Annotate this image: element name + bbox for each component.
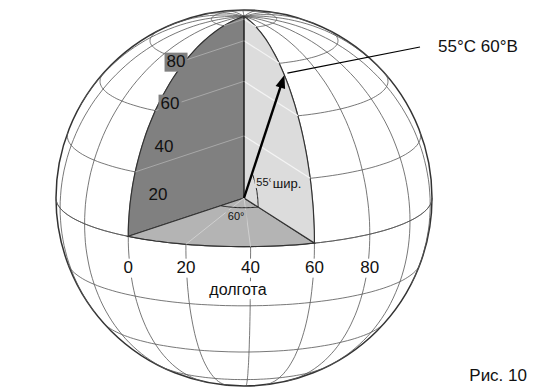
- meridian-line: [85, 16, 244, 370]
- latitude-line: [244, 136, 310, 178]
- latitude-number: 60: [159, 95, 182, 114]
- equator-line: [56, 200, 128, 237]
- meridian-line: [244, 16, 410, 366]
- parallel-line: [100, 74, 155, 111]
- latitude-number: 80: [165, 53, 188, 72]
- latitude-number: 40: [153, 138, 176, 157]
- meridian-line: [60, 16, 244, 313]
- longitude-number: 40: [239, 259, 262, 278]
- meridian-60-sector: [244, 16, 314, 243]
- parallel-line: [67, 133, 135, 172]
- latitude-line: [244, 41, 279, 64]
- leader-line: [287, 47, 420, 73]
- meridian-line: [244, 16, 314, 384]
- figure-caption: Рис. 10: [467, 367, 529, 386]
- longitude-angle-arc: [221, 206, 258, 208]
- longitude-number: 20: [174, 259, 197, 278]
- axis-label: долгота: [207, 281, 268, 299]
- parallel-line: [161, 367, 186, 375]
- latitude-line: [224, 19, 244, 26]
- angle-value: 60°: [226, 210, 247, 222]
- parallel-line: [186, 367, 327, 380]
- latitude-number: 20: [147, 186, 170, 205]
- longitude-number: 0: [122, 259, 135, 278]
- latitude-line: [135, 136, 244, 172]
- parallel-line: [56, 200, 128, 237]
- longitude-number: 60: [303, 259, 326, 278]
- axis-label: шир.: [271, 177, 304, 191]
- latitude-line: [186, 41, 244, 60]
- latitude-line: [244, 19, 256, 27]
- latitude-line: [244, 81, 298, 116]
- meridian-line: [244, 15, 314, 24]
- arrow-head: [276, 75, 286, 89]
- globe-outline: [56, 10, 432, 386]
- parallel-line: [104, 324, 155, 344]
- earth-axis: [243, 16, 244, 198]
- longitude-number: 80: [358, 259, 381, 278]
- coordinate-callout: 55°С 60°В: [436, 38, 520, 57]
- meridian-line: [244, 16, 370, 381]
- parallel-line: [155, 324, 383, 352]
